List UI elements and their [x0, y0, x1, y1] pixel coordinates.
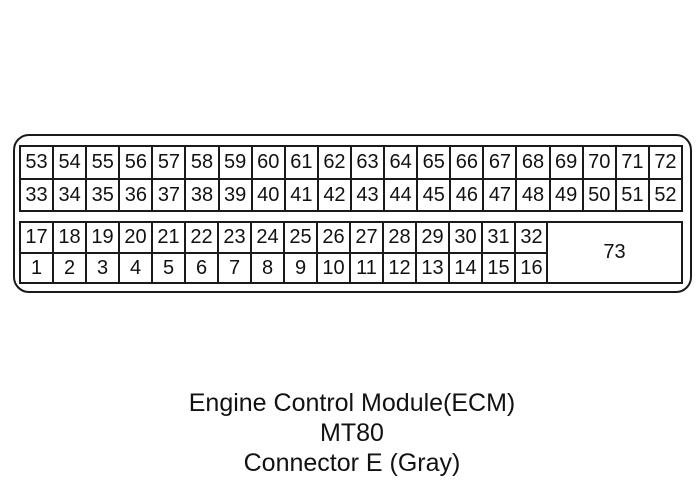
pin-cell-41: 41	[284, 178, 318, 211]
pin-cell-45: 45	[417, 178, 451, 211]
pin-cell-31: 31	[482, 222, 515, 253]
pin-cell-51: 51	[615, 178, 649, 211]
pin-cell-69: 69	[549, 146, 583, 179]
pin-cell-49: 49	[549, 178, 583, 211]
pin-cell-8: 8	[251, 252, 284, 283]
pin-cell-5: 5	[152, 252, 185, 283]
pin-cell-12: 12	[383, 252, 416, 283]
pin-cell-57: 57	[152, 146, 186, 179]
pin-cell-64: 64	[384, 146, 418, 179]
pin-cell-23: 23	[218, 222, 251, 253]
pin-cell-24: 24	[251, 222, 284, 253]
pin-cell-1: 1	[20, 252, 53, 283]
pin-cell-13: 13	[416, 252, 449, 283]
pin-cell-56: 56	[119, 146, 153, 179]
pin-cell-36: 36	[119, 178, 153, 211]
pin-cell-47: 47	[483, 178, 517, 211]
pin-cell-54: 54	[53, 146, 87, 179]
pin-cell-27: 27	[350, 222, 383, 253]
caption-line-model: MT80	[320, 419, 384, 447]
pin-cell-35: 35	[86, 178, 120, 211]
pin-cell-44: 44	[384, 178, 418, 211]
pin-cell-29: 29	[416, 222, 449, 253]
pin-cell-60: 60	[251, 146, 285, 179]
pin-cell-6: 6	[185, 252, 218, 283]
pin-cell-17: 17	[20, 222, 53, 253]
pin-cell-18: 18	[53, 222, 86, 253]
pin-cell-63: 63	[350, 146, 385, 179]
pin-cell-48: 48	[516, 178, 550, 211]
pin-cell-50: 50	[582, 178, 616, 211]
pin-cell-19: 19	[86, 222, 119, 253]
pin-cell-28: 28	[383, 222, 416, 253]
pin-cell-34: 34	[53, 178, 87, 211]
pin-cell-38: 38	[185, 178, 219, 211]
pin-cell-66: 66	[450, 146, 484, 179]
pin-cell-70: 70	[582, 146, 616, 179]
pin-cell-65: 65	[417, 146, 451, 179]
pin-cell-71: 71	[615, 146, 649, 179]
pin-cell-9: 9	[284, 252, 317, 283]
pin-cell-32: 32	[515, 222, 548, 253]
caption-line-module: Engine Control Module(ECM)	[188, 389, 516, 417]
pin-cell-67: 67	[483, 146, 517, 179]
pin-cell-62: 62	[317, 146, 351, 179]
pin-cell-72: 72	[648, 146, 682, 179]
pin-cell-58: 58	[185, 146, 219, 179]
caption-line-connector: Connector E (Gray)	[243, 449, 461, 477]
pin-cell-52: 52	[648, 178, 682, 211]
pin-cell-37: 37	[152, 178, 186, 211]
pin-cell-16: 16	[515, 252, 548, 283]
pin-cell-26: 26	[317, 222, 350, 253]
pin-cell-15: 15	[482, 252, 515, 283]
pin-cell-10: 10	[317, 252, 350, 283]
pin-cell-14: 14	[449, 252, 482, 283]
pin-cell-59: 59	[218, 146, 252, 179]
pin-cell-33: 33	[20, 178, 54, 211]
pin-cell-39: 39	[218, 178, 252, 211]
pin-cell-4: 4	[119, 252, 152, 283]
pin-cell-42: 42	[317, 178, 351, 211]
pin-cell-25: 25	[284, 222, 317, 253]
pin-cell-73: 73	[546, 221, 683, 284]
connector-caption: Engine Control Module(ECM) MT80 Connecto…	[2, 388, 700, 478]
pin-cell-43: 43	[350, 178, 385, 211]
pin-cell-2: 2	[53, 252, 86, 283]
pin-cell-30: 30	[449, 222, 482, 253]
pin-cell-55: 55	[86, 146, 120, 179]
pin-cell-20: 20	[119, 222, 152, 253]
pin-cell-7: 7	[218, 252, 251, 283]
pin-cell-21: 21	[152, 222, 185, 253]
pin-cell-22: 22	[185, 222, 218, 253]
pin-cell-68: 68	[516, 146, 550, 179]
pin-cell-46: 46	[450, 178, 484, 211]
pin-cell-3: 3	[86, 252, 119, 283]
pin-cell-40: 40	[251, 178, 285, 211]
pin-cell-11: 11	[350, 252, 383, 283]
pin-cell-61: 61	[284, 146, 318, 179]
pin-cell-53: 53	[20, 146, 54, 179]
